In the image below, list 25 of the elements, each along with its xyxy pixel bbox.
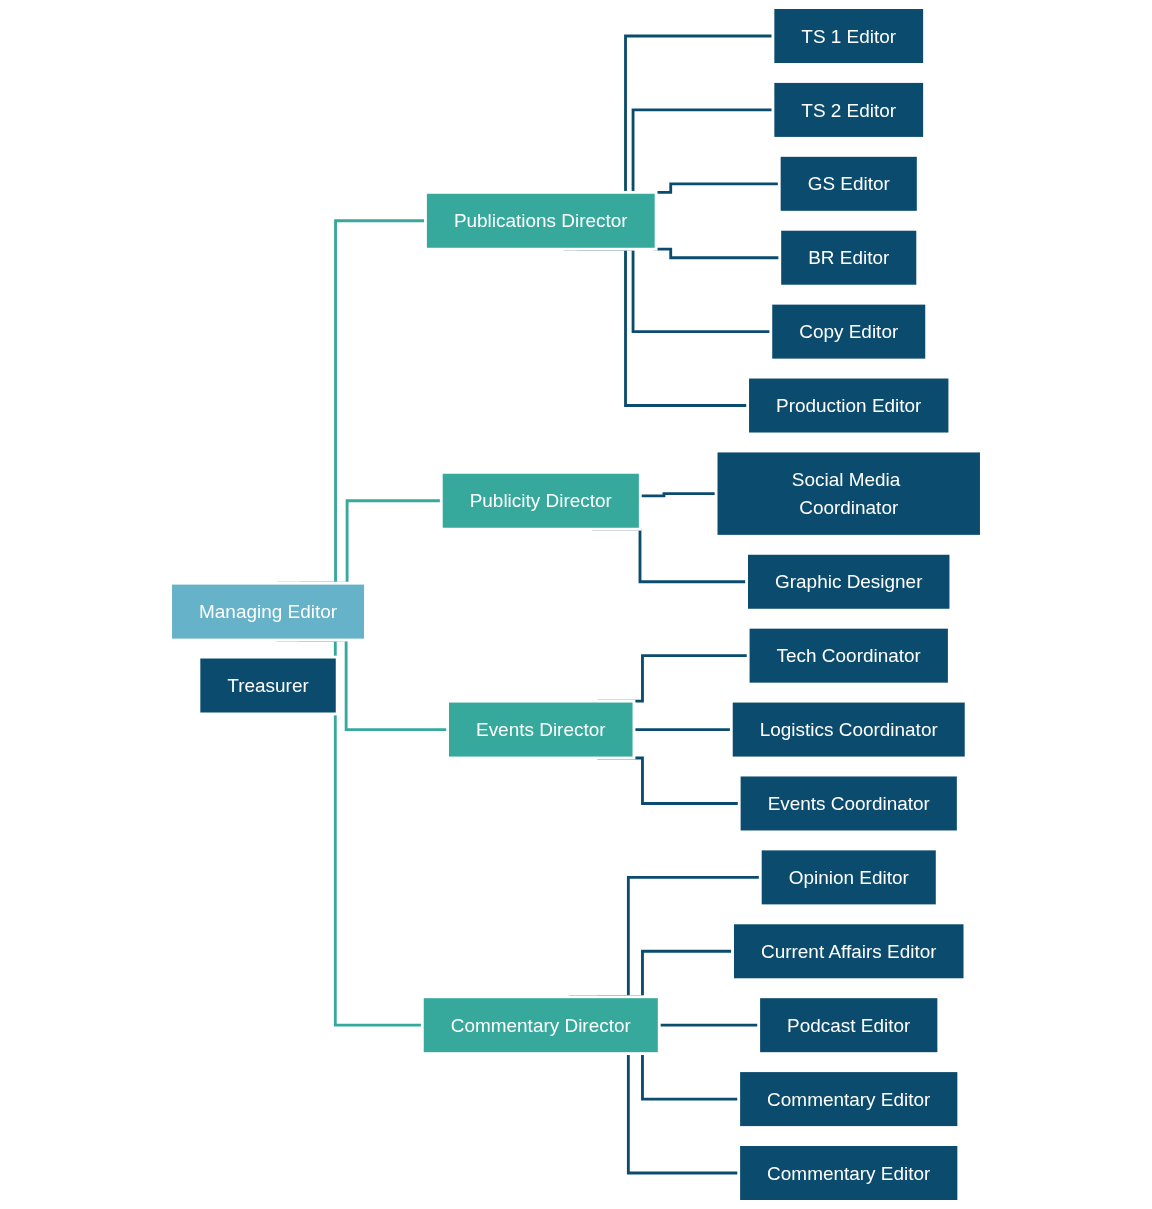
node-box: GS Editor: [777, 153, 920, 214]
node-box: Graphic Designer: [745, 551, 953, 612]
node-box: Social Media Coordinator: [714, 449, 983, 538]
node-box: TS 1 Editor: [771, 6, 926, 66]
node-box: Publications Director: [424, 190, 658, 251]
node-box: Podcast Editor: [757, 995, 941, 1056]
node-box: Commentary Editor: [737, 1143, 961, 1203]
node-box: Tech Coordinator: [746, 625, 951, 686]
node-box: TS 2 Editor: [771, 80, 926, 140]
node-box: BR Editor: [778, 227, 920, 288]
node-box: Treasurer: [197, 655, 339, 716]
node-box: Logistics Coordinator: [729, 699, 968, 760]
node-box: Copy Editor: [769, 301, 929, 362]
connector: [640, 492, 717, 498]
node-box: Commentary Director: [420, 995, 661, 1056]
connector: [659, 1023, 759, 1027]
node-box: Commentary Editor: [737, 1069, 961, 1129]
node-box: Opinion Editor: [758, 847, 939, 908]
node-box: Production Editor: [746, 375, 952, 436]
node-box: Publicity Director: [439, 470, 642, 531]
node-box: Current Affairs Editor: [731, 921, 967, 982]
node-box: Managing Editor: [169, 581, 367, 642]
connector: [633, 728, 732, 731]
node-box: Events Director: [446, 699, 636, 760]
node-box: Events Coordinator: [737, 773, 960, 834]
